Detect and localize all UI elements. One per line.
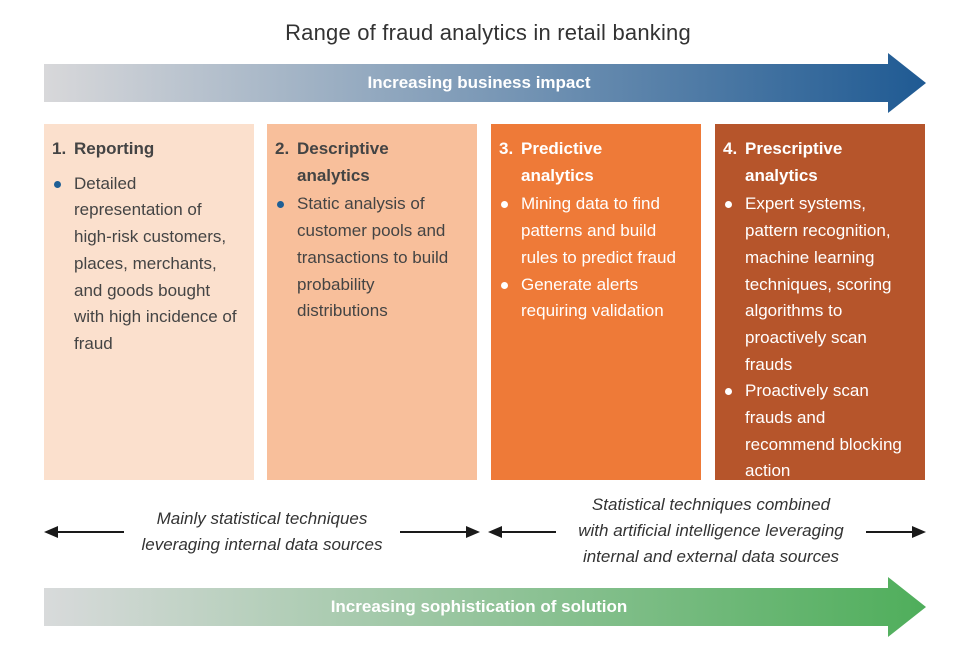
list-item: Detailed representation of high-risk cus… [52,171,244,358]
stage-number: 4. [723,139,738,158]
stage-number: 1. [52,139,67,158]
list-item: Generate alerts requiring validation [499,272,691,325]
stage-title: 2. Descriptive analytics [275,136,467,189]
list-item: Expert systems, pattern recognition, mac… [723,191,915,378]
bullet-icon [275,191,297,325]
stage-name: Prescriptive analytics [745,139,843,185]
stage-title: 1. Reporting [52,136,244,163]
bullet-icon [499,272,521,325]
right-arrowhead-icon [488,526,502,538]
stage-number: 3. [499,139,514,158]
list-item: Mining data to find patterns and build r… [499,191,691,271]
business-impact-arrow [44,53,926,113]
stage-reporting: 1. Reporting Detailed representation of … [44,124,254,480]
list-item: Static analysis of customer pools and tr… [275,191,467,325]
stage-prescriptive-analytics: 4. Prescriptive analytics Expert systems… [715,124,925,480]
bullet-icon [52,171,74,358]
bullet-icon [723,191,745,378]
diagram-title: Range of fraud analytics in retail banki… [285,20,691,45]
stage-descriptive-analytics: 2. Descriptive analytics Static analysis… [267,124,477,480]
stage-name: Predictive analytics [521,139,603,185]
stage-name: Descriptive analytics [297,139,389,185]
sophistication-label: Increasing sophistication of solution [330,597,628,616]
right-range-note: Statistical techniques combined with art… [556,492,866,570]
left-arrowhead-icon [44,526,58,538]
stage-title: 4. Prescriptive analytics [723,136,915,189]
list-item: Proactively scan frauds and recommend bl… [723,378,915,485]
bullet-icon [723,378,745,485]
left-range-note: Mainly statistical techniques leveraging… [124,506,400,558]
left-arrowhead-icon [466,526,480,538]
stage-number: 2. [275,139,290,158]
stage-predictive-analytics: 3. Predictive analytics Mining data to f… [491,124,701,480]
bullet-icon [499,191,521,271]
stage-title: 3. Predictive analytics [499,136,691,189]
stage-name: Reporting [74,139,155,158]
right-arrowhead-icon [912,526,926,538]
sophistication-arrow [44,577,926,637]
business-impact-label: Increasing business impact [367,73,591,92]
